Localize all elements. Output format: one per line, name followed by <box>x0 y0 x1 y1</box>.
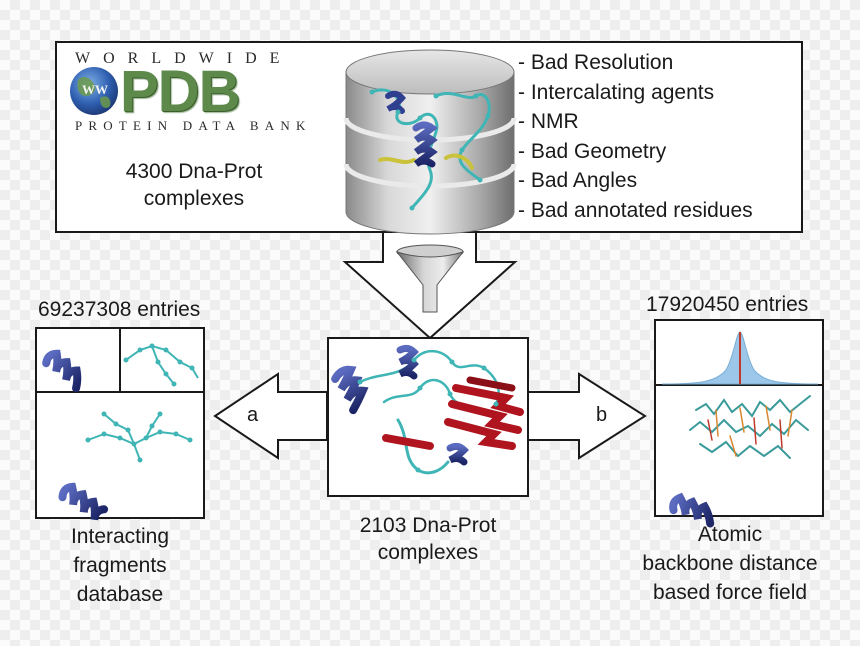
center-caption-line1: 2103 Dna-Prot <box>359 514 497 537</box>
fragment-coil-top <box>123 343 199 387</box>
right-caption-line3: based force field <box>652 581 808 604</box>
fragment-helix-top <box>42 349 82 393</box>
source-count-line2: complexes <box>143 187 245 210</box>
criterion-item: - Bad annotated residues <box>518 198 753 222</box>
left-caption-line2: fragments <box>73 554 167 577</box>
funnel-icon <box>395 244 465 313</box>
criterion-item: - Bad Resolution <box>518 51 674 74</box>
source-count: 4300 Dna-Prot complexes <box>96 158 292 212</box>
fragment-coil-bottom <box>85 411 193 463</box>
globe-label: WW <box>82 82 108 97</box>
gaussian-curve <box>661 331 819 385</box>
database-protein-nodes <box>369 89 491 211</box>
center-caption-line2: complexes <box>377 541 479 564</box>
center-caption: 2103 Dna-Prot complexes <box>326 512 530 566</box>
left-caption: Interacting fragments database <box>40 522 200 609</box>
left-caption-line1: Interacting <box>70 525 170 548</box>
arrow-label-a: a <box>247 404 259 426</box>
pdb-logo-top-word: WORLDWIDE <box>75 50 293 67</box>
arrow-label-b: b <box>596 404 608 426</box>
right-caption-line2: backbone distance <box>642 552 818 575</box>
criterion-item: - NMR <box>518 110 579 134</box>
fragment-helix-bottom <box>58 482 109 521</box>
right-entries-count: 17920450 entries <box>646 293 809 316</box>
left-entries-count: 69237308 entries <box>38 298 201 321</box>
center-protein-nodes <box>357 357 499 473</box>
criterion-item: - Bad Angles <box>518 169 638 193</box>
right-caption: Atomic backbone distance based force fie… <box>620 520 840 607</box>
atomic-structure <box>669 395 811 528</box>
criterion-item: - Intercalating agents <box>518 80 715 104</box>
pdb-logo-bottom-word: PROTEIN DATA BANK <box>75 118 312 133</box>
right-caption-line1: Atomic <box>697 523 763 546</box>
left-caption-line3: database <box>76 583 164 606</box>
globe-icon <box>70 67 118 115</box>
criterion-item: - Bad Geometry <box>518 139 667 163</box>
left-arrow-a <box>213 372 328 460</box>
center-protein-structure <box>331 344 524 475</box>
filter-criteria-list: - Bad Resolution - Intercalating agents … <box>518 48 753 226</box>
right-arrow-b <box>527 372 647 460</box>
pdb-logo-abbreviation: PDB <box>120 59 240 124</box>
source-count-line1: 4300 Dna-Prot <box>125 160 263 183</box>
